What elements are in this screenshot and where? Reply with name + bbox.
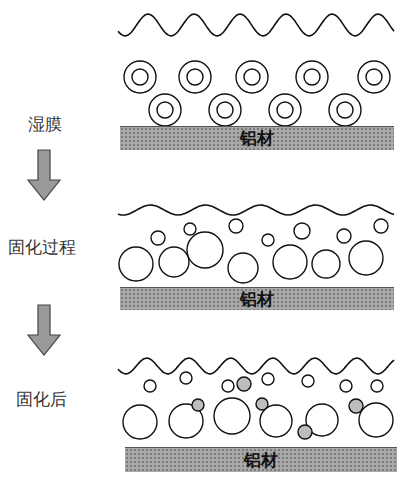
particle [349,399,363,413]
substrate-band: 铝材 [120,287,394,310]
particle [374,219,388,233]
particle [262,234,274,246]
encapsulated-particle [179,61,211,93]
particle [187,232,223,268]
substrate-label: 铝材 [240,291,274,308]
particle [262,373,274,385]
particle [184,223,196,235]
particle [337,229,351,243]
coating-surface [118,14,394,36]
stage-label: 湿膜 [28,113,62,136]
particle [371,380,383,392]
particle [144,380,156,392]
particle [192,399,204,411]
particle [214,398,250,434]
stage-label: 固化后 [16,388,67,411]
encapsulated-particle [124,61,156,93]
process-arrow [28,150,60,200]
particle [298,425,312,439]
substrate-band: 铝材 [120,126,394,150]
particle [228,253,258,283]
particle [312,250,340,278]
particle [256,398,268,410]
particle [151,231,165,245]
encapsulated-particle [149,94,181,126]
particle [302,375,314,387]
particle [294,223,310,239]
coating-surface [118,358,394,374]
particle [159,247,189,277]
particle [180,372,192,384]
particle [359,403,393,437]
particle [119,247,153,281]
encapsulated-particle [269,94,301,126]
encapsulated-particle [329,94,361,126]
particle [229,219,243,233]
encapsulated-particle [358,61,390,93]
particle [123,405,157,439]
substrate-label: 铝材 [240,130,274,147]
encapsulated-particle [236,61,268,93]
particle [340,380,352,392]
particle [273,245,307,279]
coating-surface [118,205,394,215]
encapsulated-particle [296,61,328,93]
particle [237,377,251,391]
particle [222,380,234,392]
substrate-label: 铝材 [244,452,278,469]
stage-label: 固化过程 [8,236,76,259]
process-arrow [28,305,60,355]
encapsulated-particle [209,94,241,126]
substrate-band: 铝材 [125,447,397,472]
particle [349,241,383,275]
